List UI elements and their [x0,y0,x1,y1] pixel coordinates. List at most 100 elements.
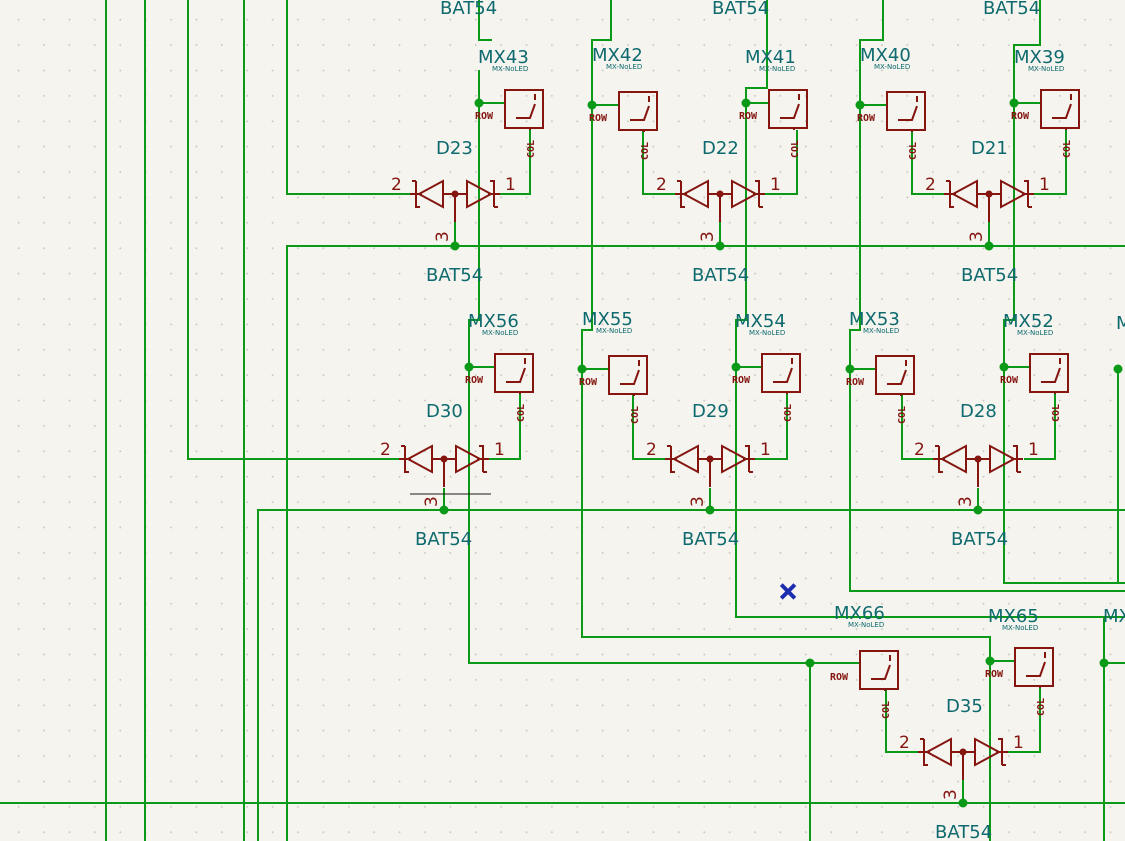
junction-dot[interactable] [705,505,715,515]
wire[interactable] [286,245,1125,841]
wire[interactable] [754,393,788,460]
junction-dot[interactable] [805,658,815,668]
switch-value[interactable]: MX-NoLED [874,63,910,71]
switch-ref[interactable]: MX55 [582,309,633,330]
switch-ref[interactable]: MX52 [1003,311,1054,332]
wire[interactable] [581,105,991,841]
switch-value[interactable]: MX-NoLED [848,621,884,629]
wire[interactable] [1024,393,1056,460]
switch-value[interactable]: MX-NoLED [482,329,518,337]
switch-ref[interactable]: MX42 [592,45,643,66]
junction-dot[interactable] [855,100,865,110]
wire[interactable] [849,105,1125,592]
wire[interactable] [478,0,492,41]
junction-dot[interactable] [1099,658,1109,668]
bat54-label-partial[interactable]: BAT54 [983,0,1040,19]
switch-value[interactable]: MX-NoLED [492,65,528,73]
switch-body[interactable] [886,91,926,131]
switch-body[interactable] [1040,89,1080,129]
junction-dot[interactable] [474,98,484,108]
wire[interactable] [286,0,420,195]
switch-ref[interactable]: MX65 [988,606,1039,627]
switch-value[interactable]: MX-NoLED [596,327,632,335]
switch-ref[interactable]: MX53 [849,309,900,330]
wire[interactable] [763,130,798,195]
switch-ref-partial[interactable]: MX [1103,606,1125,627]
switch-body[interactable] [859,650,899,690]
switch-value[interactable]: MX-NoLED [1017,329,1053,337]
diode-value[interactable]: BAT54 [415,529,472,550]
wire[interactable] [1003,103,1125,584]
diode-ref[interactable]: D21 [971,138,1008,159]
junction-dot[interactable] [715,241,725,251]
junction-dot[interactable] [464,362,474,372]
switch-body[interactable] [1014,647,1054,687]
diode-value[interactable]: BAT54 [426,265,483,286]
switch-ref[interactable]: MX54 [735,311,786,332]
junction-dot[interactable] [587,100,597,110]
switch-value[interactable]: MX-NoLED [1028,65,1064,73]
switch-body[interactable] [504,89,544,129]
wire[interactable] [468,103,811,841]
wire[interactable] [859,0,884,105]
junction-dot[interactable] [439,505,449,515]
wire[interactable] [478,70,505,104]
wire[interactable] [591,0,612,105]
bat54-label-partial[interactable]: BAT54 [712,0,769,19]
wire[interactable] [488,393,521,460]
junction-dot[interactable] [741,98,751,108]
switch-body[interactable] [618,91,658,131]
diode-ref[interactable]: D22 [702,138,739,159]
switch-value[interactable]: MX-NoLED [759,65,795,73]
wire[interactable] [745,0,768,105]
diode-ref[interactable]: D29 [692,401,729,422]
diode-ref[interactable]: D23 [436,138,473,159]
junction-dot[interactable] [985,656,995,666]
switch-ref[interactable]: MX41 [745,47,796,68]
switch-ref-partial[interactable]: M [1116,313,1125,334]
junction-dot[interactable] [731,362,741,372]
diode-ref[interactable]: D30 [426,401,463,422]
junction-dot[interactable] [973,505,983,515]
wire[interactable] [735,103,1125,618]
no-connect-icon[interactable]: × [777,576,799,606]
switch-body[interactable] [768,89,808,129]
switch-body[interactable] [494,353,534,393]
diode-value[interactable]: BAT54 [961,265,1018,286]
junction-dot[interactable] [1009,98,1019,108]
switch-value[interactable]: MX-NoLED [863,327,899,335]
wire[interactable] [257,509,1125,841]
switch-ref[interactable]: MX40 [860,45,911,66]
diode-ref[interactable]: D28 [960,401,997,422]
wire[interactable] [187,0,410,460]
switch-ref[interactable]: MX56 [468,311,519,332]
switch-value[interactable]: MX-NoLED [1002,624,1038,632]
wire[interactable] [1008,687,1041,753]
wire[interactable] [1033,130,1067,195]
junction-dot[interactable] [984,241,994,251]
switch-body[interactable] [1029,353,1069,393]
switch-body[interactable] [875,355,915,395]
wire[interactable] [498,130,531,195]
junction-dot[interactable] [845,364,855,374]
switch-body[interactable] [608,355,648,395]
wire[interactable] [1013,0,1041,105]
bat54-label-partial[interactable]: BAT54 [440,0,497,19]
